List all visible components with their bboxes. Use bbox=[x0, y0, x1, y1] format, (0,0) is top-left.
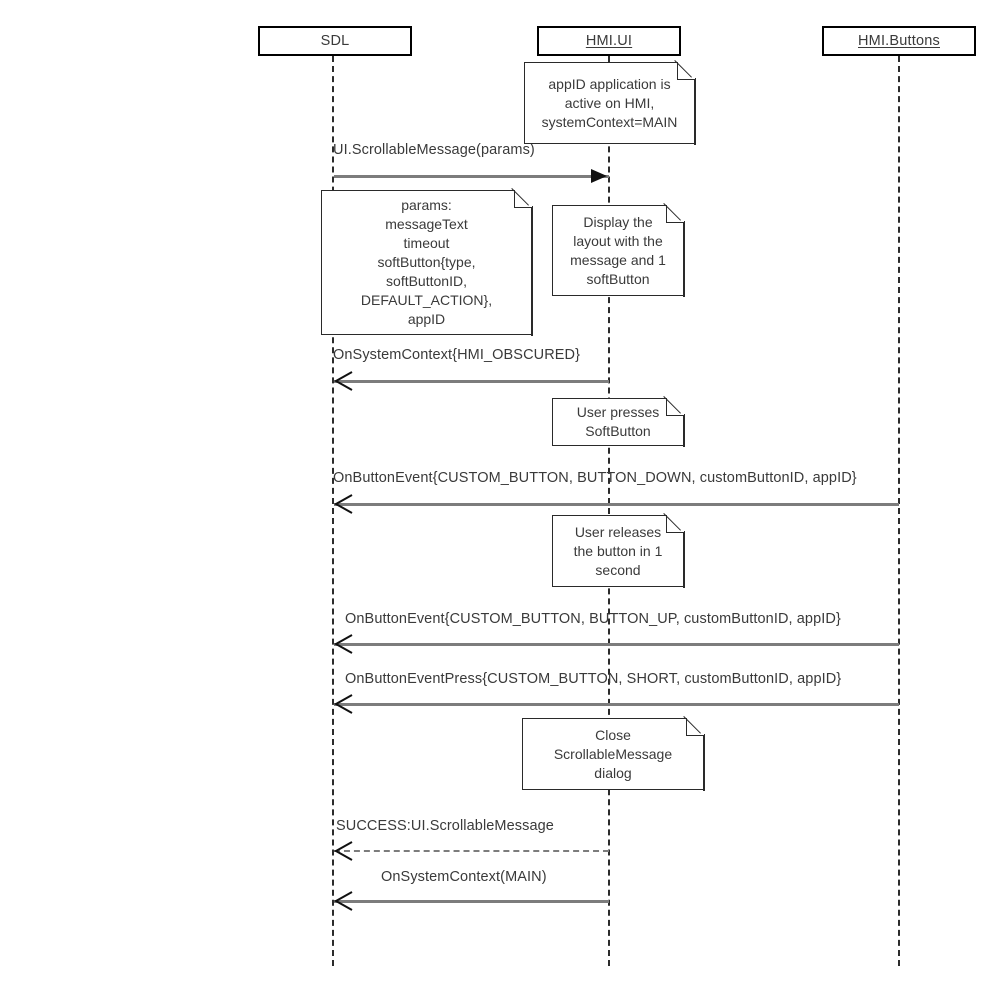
note-fold-icon bbox=[686, 718, 704, 736]
note-text-note-display-layout: Display the layout with the message and 1 s… bbox=[562, 210, 674, 292]
message-line-msg-ui-scrollablemessage[interactable] bbox=[334, 175, 609, 178]
message-line-msg-onsystemcontext-main[interactable] bbox=[334, 900, 609, 903]
note-fold-icon bbox=[666, 515, 684, 533]
note-fold-icon bbox=[666, 398, 684, 416]
message-label-msg-onbuttonevent-up: OnButtonEvent{CUSTOM_BUTTON, BUTTON_UP, … bbox=[345, 611, 841, 627]
note-line: ScrollableMessage bbox=[553, 745, 673, 762]
note-line: layout with the bbox=[573, 232, 663, 249]
note-line: SoftButton bbox=[585, 423, 651, 439]
lifeline-hmi_buttons bbox=[898, 56, 900, 966]
note-line: Display the bbox=[583, 213, 653, 230]
note-line: softButton{type, bbox=[377, 254, 476, 270]
lifeline-head-hmi_buttons[interactable]: HMI.Buttons bbox=[822, 26, 976, 56]
note-line: softButtonID, bbox=[386, 273, 467, 289]
message-line-msg-onbuttoneventpress-short[interactable] bbox=[334, 703, 899, 706]
lifeline-sdl bbox=[332, 56, 334, 966]
lifeline-label-sdl: SDL bbox=[320, 33, 350, 49]
lifeline-hmi_ui bbox=[608, 56, 610, 966]
note-line: message and 1 bbox=[570, 251, 666, 268]
note-fold-icon bbox=[514, 190, 532, 208]
message-label-msg-onsystemcontext-obscured: OnSystemContext{HMI_OBSCURED} bbox=[333, 347, 581, 363]
message-label-msg-onbuttonevent-down: OnButtonEvent{CUSTOM_BUTTON, BUTTON_DOWN… bbox=[333, 470, 857, 486]
note-line: timeout bbox=[403, 235, 450, 251]
note-line: Close bbox=[595, 726, 631, 743]
note-line: appID application is bbox=[548, 75, 671, 92]
note-note-app-active[interactable]: appID application is active on HMI, system… bbox=[524, 62, 696, 145]
lifeline-head-sdl[interactable]: SDL bbox=[258, 26, 412, 56]
message-line-msg-onbuttonevent-up[interactable] bbox=[334, 643, 899, 646]
message-label-msg-ui-scrollablemessage: UI.ScrollableMessage(params) bbox=[333, 142, 535, 158]
lifeline-label-hmi_buttons: HMI.Buttons bbox=[858, 33, 940, 49]
message-label-msg-onsystemcontext-main: OnSystemContext(MAIN) bbox=[381, 869, 547, 885]
note-note-params[interactable]: params: messageText timeout softButton{type… bbox=[321, 190, 533, 336]
message-label-msg-success-scrollablemessage: SUCCESS:UI.ScrollableMessage bbox=[336, 818, 554, 834]
message-line-msg-onsystemcontext-obscured[interactable] bbox=[334, 380, 609, 383]
note-line: params: bbox=[401, 197, 452, 213]
note-line: systemContext=MAIN bbox=[541, 113, 678, 130]
note-fold-icon bbox=[677, 62, 695, 80]
note-line: messageText bbox=[385, 216, 468, 232]
note-fold-icon bbox=[666, 205, 684, 223]
note-line: User releases bbox=[574, 523, 662, 540]
message-line-msg-onbuttonevent-down[interactable] bbox=[334, 503, 899, 506]
lifeline-label-hmi_ui: HMI.UI bbox=[585, 33, 633, 49]
note-line: appID bbox=[407, 311, 446, 327]
note-line: DEFAULT_ACTION}, bbox=[360, 292, 493, 308]
note-line: the button in 1 bbox=[573, 542, 663, 559]
note-note-display-layout[interactable]: Display the layout with the message and 1 s… bbox=[552, 205, 685, 297]
note-line: active on HMI, bbox=[564, 94, 655, 111]
lifeline-head-hmi_ui[interactable]: HMI.UI bbox=[537, 26, 681, 56]
note-line: softButton bbox=[586, 270, 650, 287]
note-line: second bbox=[595, 561, 641, 578]
note-text-note-app-active: appID application is active on HMI, system… bbox=[534, 72, 686, 135]
note-text-note-user-releases: User releases the button in 1 second bbox=[566, 520, 671, 583]
note-line: User presses bbox=[576, 404, 660, 420]
note-text-note-params: params: messageText timeout softButton{type… bbox=[353, 193, 500, 332]
note-line: dialog bbox=[594, 764, 632, 781]
message-label-msg-onbuttoneventpress-short: OnButtonEventPress{CUSTOM_BUTTON, SHORT,… bbox=[345, 671, 842, 687]
message-line-msg-success-scrollablemessage[interactable] bbox=[334, 850, 609, 852]
note-note-user-releases[interactable]: User releases the button in 1 second bbox=[552, 515, 685, 588]
